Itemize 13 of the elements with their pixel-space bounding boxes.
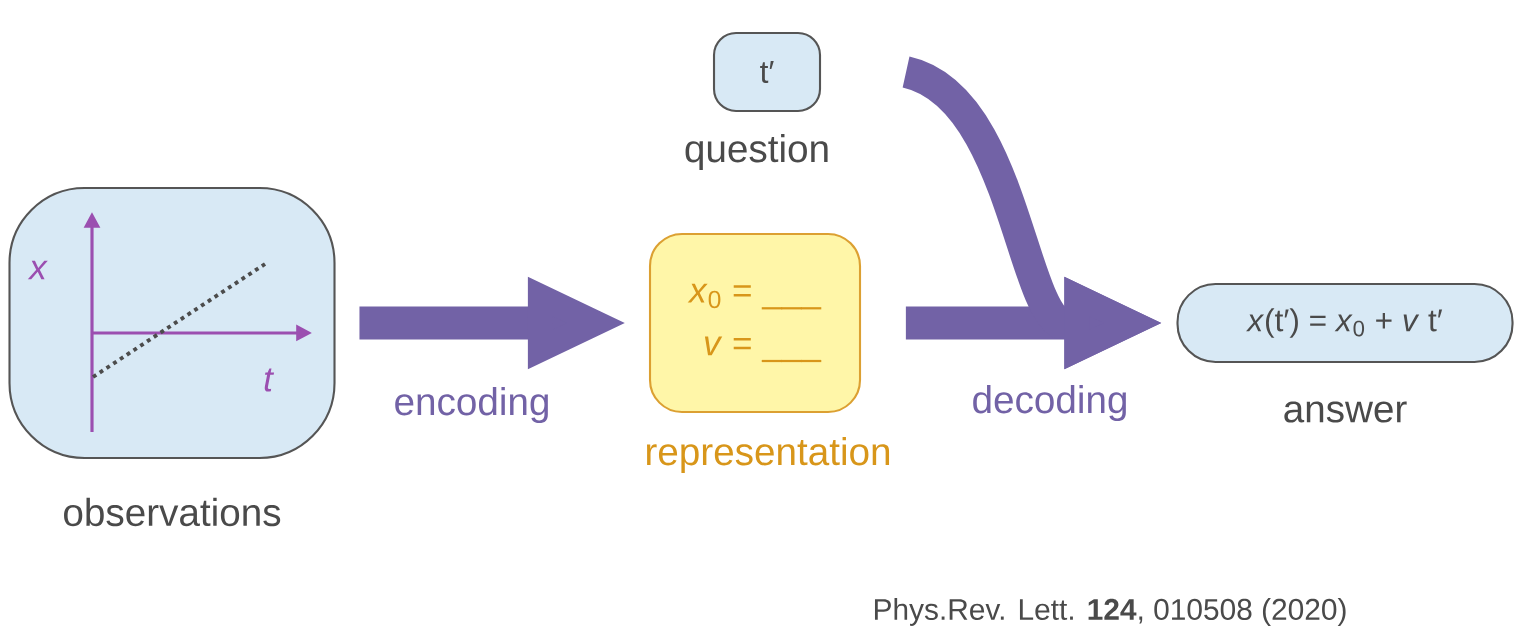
node-label: question bbox=[685, 133, 828, 170]
edge-label: decoding bbox=[973, 384, 1126, 421]
node-label: representation bbox=[647, 436, 890, 473]
citation: Phys.Rev. Lett. 124, 010508 (2020) bbox=[875, 598, 1346, 626]
observation-box bbox=[8, 186, 336, 460]
question-box: t′ bbox=[712, 31, 822, 113]
axis-label: x bbox=[27, 260, 48, 280]
representation-box: x$_{0}$ = ___ v = ___ bbox=[648, 232, 862, 414]
axis-label: t bbox=[264, 368, 275, 392]
edge-label: encoding bbox=[395, 386, 548, 423]
answer-box: x(t′) = x$_{0}$ + v t′ bbox=[1176, 282, 1514, 364]
node-label: observations bbox=[64, 497, 281, 527]
node-label: answer bbox=[1284, 401, 1407, 423]
